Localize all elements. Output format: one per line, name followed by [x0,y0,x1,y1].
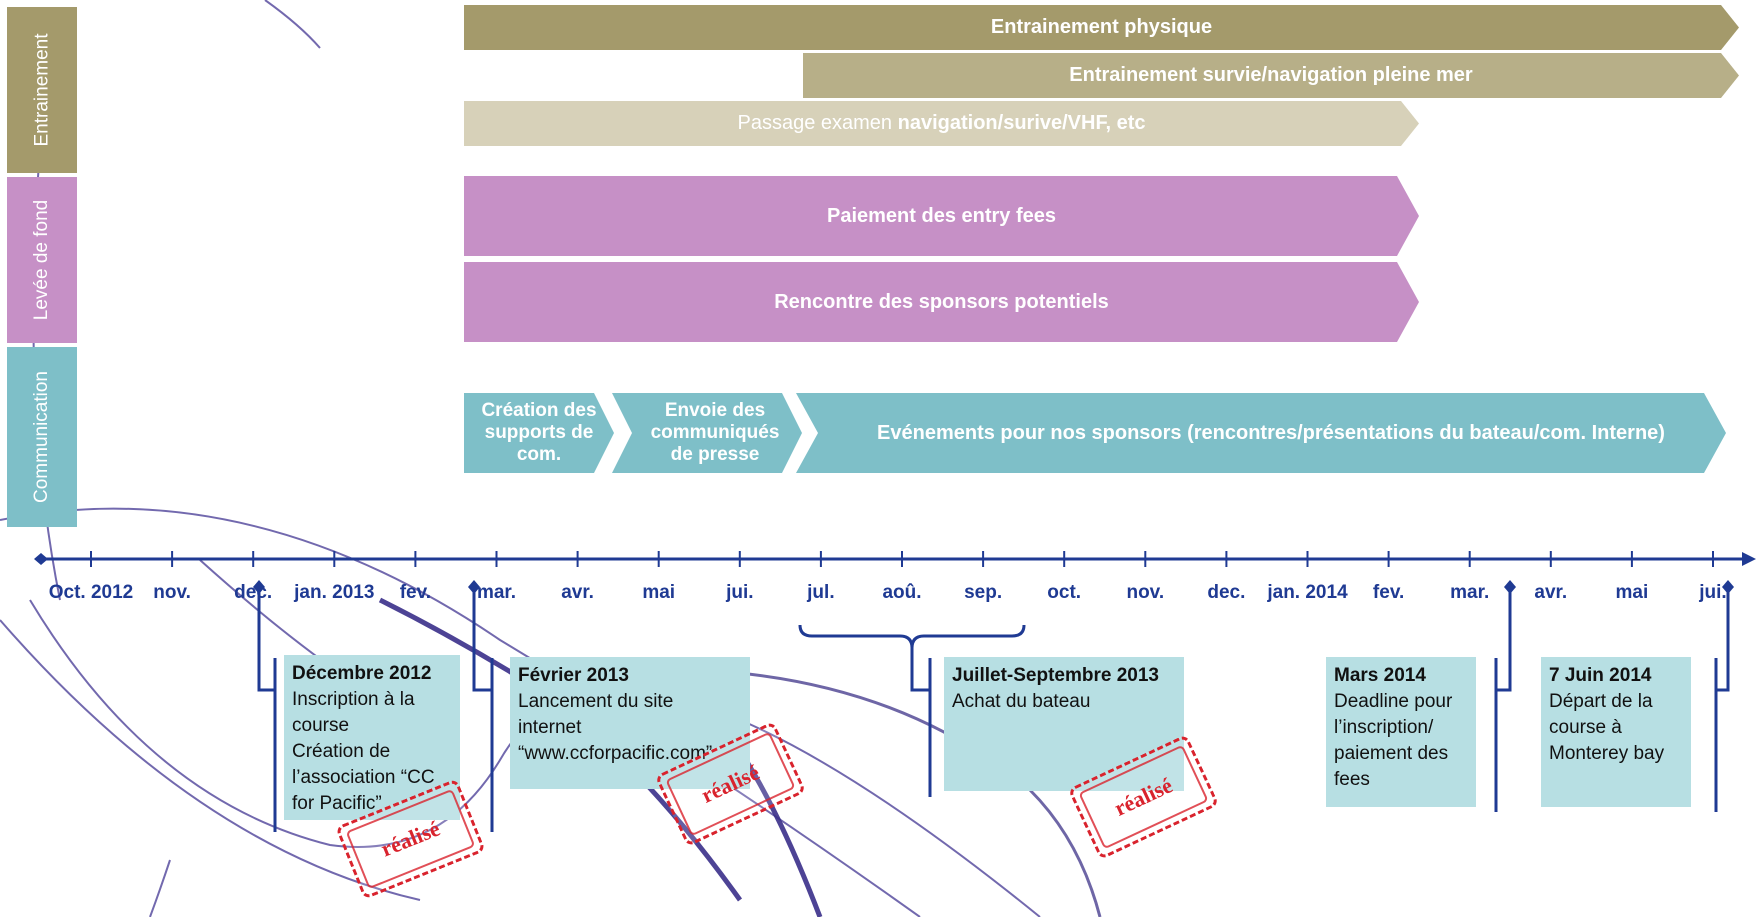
month-label: avr. [1534,582,1568,603]
marker-mar-2014 [1504,580,1516,594]
event-line: Inscription à la [292,689,415,710]
category-communication: Communication [7,347,77,527]
bracket-jul-sep-2013 [798,624,1026,649]
event-title: Décembre 2012 [292,663,432,684]
chevron-evenements-sponsors: Evénements pour nos sponsors (rencontres… [796,393,1726,473]
event-line: course à [1549,717,1622,738]
event-line: Lancement du site [518,691,674,712]
event-7-juin-2014: 7 Juin 2014 Départ de la course à Monter… [1541,657,1691,807]
timeline-end-arrow [1742,552,1756,566]
month-label: avr. [561,582,594,603]
month-label: mar. [476,582,517,603]
month-label: mar. [1450,582,1490,603]
leader-mar-2014 [1494,588,1512,812]
bar-label: Rencontre des sponsors potentiels [774,290,1109,313]
month-label: jui. [726,582,754,603]
month-label: fev. [399,582,432,603]
month-label: fev. [1372,582,1405,603]
bar-label-prefix: Passage examen [737,112,898,134]
month-label: jui. [1699,582,1727,603]
event-line: Monterey bay [1549,743,1665,764]
event-line: course [292,715,350,736]
month-label: mai [642,582,676,603]
event-line: fees [1334,769,1370,790]
event-title: Mars 2014 [1334,665,1426,686]
event-line: “www.ccforpacific.com” [518,743,713,764]
event-line: paiement des [1334,743,1449,764]
leader-jun-2014 [1714,588,1730,812]
event-mars-2014: Mars 2014 Deadline pour l’inscription/ p… [1326,657,1476,807]
event-line: l’association “CC [292,767,435,788]
month-label: nov. [1126,582,1165,603]
bar-passage-examen: Passage examen navigation/surive/VHF, et… [464,101,1419,146]
bar-entrainement-physique: Entrainement physique [464,5,1739,50]
event-line: for Pacific” [292,793,382,814]
event-decembre-2012: Décembre 2012 Inscription à la course Cr… [284,655,460,820]
month-label: jan. 2014 [1267,582,1348,603]
month-label: dec. [234,582,273,603]
bar-entrainement-survie: Entrainement survie/navigation pleine me… [803,53,1739,98]
chevron-communiques-presse: Envoie des communiqués de presse [612,393,802,473]
marker-jun-2014 [1722,580,1734,594]
leader-jul-sep-2013 [910,648,932,797]
stamp-text: réalisé [697,759,764,808]
bar-rencontre-sponsors: Rencontre des sponsors potentiels [464,262,1419,342]
chevron-creation-supports: Création des supports de com. [464,393,614,473]
stamp-text: réalisé [1110,772,1177,821]
leader-dec-2012 [257,588,277,832]
bar-label: Evénements pour nos sponsors (rencontres… [877,421,1665,444]
marker-dec-2012 [253,580,265,594]
month-label: oct. [1047,582,1082,603]
bar-label: Entrainement survie/navigation pleine me… [1069,64,1473,86]
month-label: Oct. 2012 [48,582,134,603]
stamp-text: réalisé [377,815,444,862]
bar-label-bold: navigation/surive/VHF, etc [897,112,1146,134]
month-label: jul. [807,582,835,603]
month-label: mai [1615,582,1649,603]
event-title: 7 Juin 2014 [1549,665,1652,686]
bar-label: Création des supports de com. [481,400,597,465]
bar-label: Passage examen navigation/surive/VHF, et… [738,112,1146,135]
month-label: sep. [964,582,1003,603]
event-line: Création de [292,741,391,762]
event-title: Février 2013 [518,665,629,686]
event-line: Achat du bateau [952,691,1091,712]
month-label: nov. [153,582,191,603]
bar-label: Entrainement physique [990,16,1213,38]
event-title: Juillet-Septembre 2013 [952,665,1159,686]
month-label: dec. [1207,582,1246,603]
month-label: aoû. [882,582,922,603]
bar-label: Envoie des communiqués de presse [650,400,780,465]
event-juillet-septembre-2013: Juillet-Septembre 2013 Achat du bateau [944,657,1184,791]
month-label: jan. 2013 [294,582,375,603]
timeline-start-marker [34,553,48,565]
event-line: Départ de la [1549,691,1653,712]
leader-feb-2013 [472,588,494,832]
event-line: Deadline pour [1334,691,1453,712]
bar-label: Paiement des entry fees [827,204,1056,227]
event-line: internet [518,717,582,738]
bar-paiement-entry-fees: Paiement des entry fees [464,176,1419,256]
marker-feb-2013 [468,580,480,594]
category-levee-de-fond: Levée de fond [7,177,77,343]
event-line: l’inscription/ [1334,717,1434,738]
category-entrainement: Entrainement [7,7,77,173]
